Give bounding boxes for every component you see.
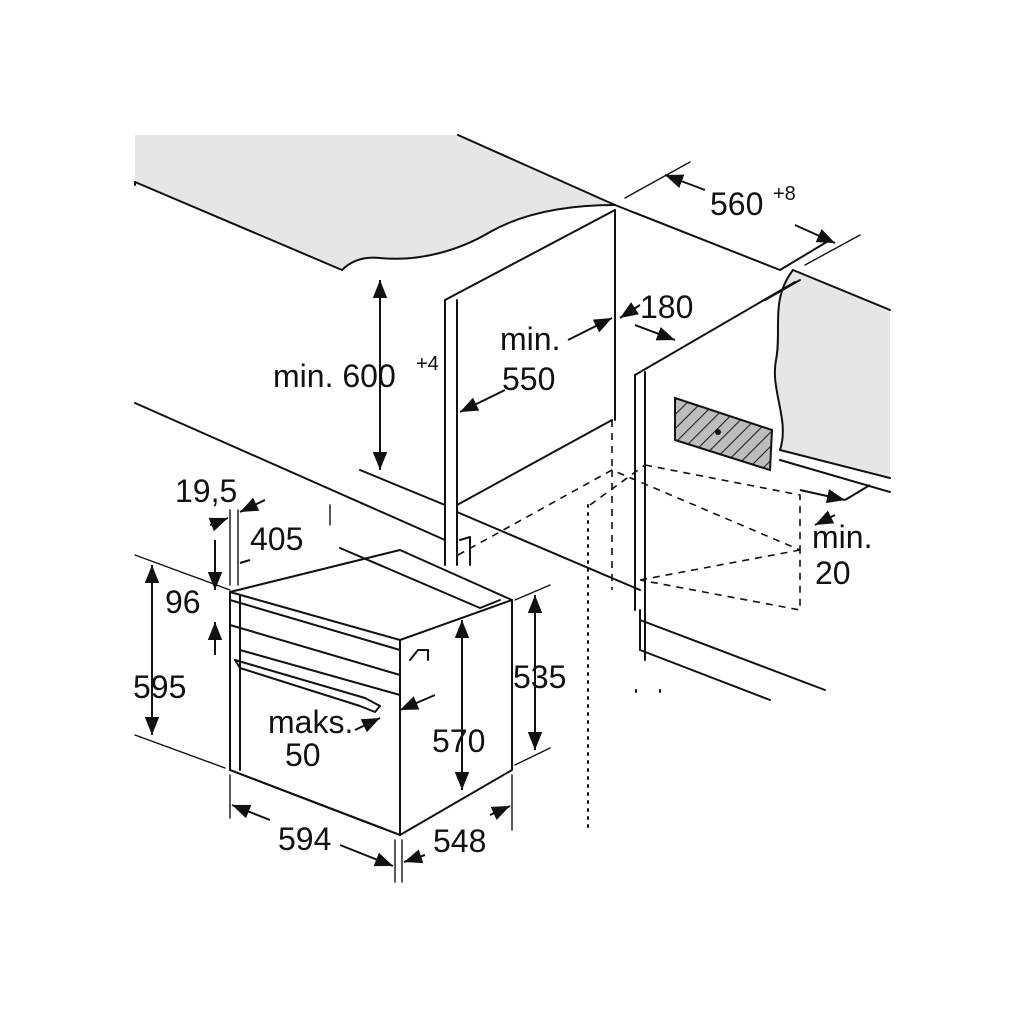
cavity-dashes bbox=[457, 420, 801, 611]
dim-vent-width bbox=[619, 302, 676, 341]
oven bbox=[229, 547, 513, 836]
label-oven-height: 595 bbox=[133, 669, 186, 705]
label-handle-1: maks. bbox=[268, 704, 353, 740]
label-cabinet-depth-2: 550 bbox=[502, 361, 555, 397]
label-rear-gap-2: 20 bbox=[815, 555, 851, 591]
countertop bbox=[134, 134, 616, 271]
label-oven-width: 594 bbox=[278, 821, 331, 857]
cabinet-right-wall bbox=[614, 204, 831, 661]
label-body-depth: 405 bbox=[250, 521, 303, 557]
label-cabinet-height-sup: +4 bbox=[416, 353, 439, 375]
label-oven-depth: 548 bbox=[433, 823, 486, 859]
dim-cabinet-width bbox=[624, 161, 861, 266]
label-panel-height: 96 bbox=[165, 584, 201, 620]
dim-handle bbox=[354, 694, 436, 733]
dim-rear-gap bbox=[799, 484, 871, 526]
cabinet-left-wall bbox=[444, 209, 616, 566]
dim-cabinet-depth bbox=[459, 317, 613, 413]
label-cabinet-width: 560 bbox=[710, 186, 763, 222]
vent-opening bbox=[674, 396, 774, 472]
label-handle-2: 50 bbox=[285, 737, 321, 773]
label-body-height: 535 bbox=[513, 659, 566, 695]
dim-oven-width bbox=[229, 774, 396, 883]
right-countertop bbox=[773, 269, 891, 493]
label-rear-gap-1: min. bbox=[812, 519, 872, 555]
dim-body-height bbox=[514, 584, 551, 766]
label-cabinet-depth-1: min. bbox=[500, 321, 560, 357]
label-cabinet-height: min. 600 bbox=[273, 358, 396, 394]
label-front-height: 570 bbox=[432, 723, 485, 759]
floor-lines bbox=[134, 402, 826, 701]
label-vent-width: 180 bbox=[640, 289, 693, 325]
label-control-offset: 19,5 bbox=[175, 473, 237, 509]
label-cabinet-width-sup: +8 bbox=[773, 183, 796, 205]
dim-top-offsets bbox=[208, 497, 331, 586]
dim-oven-depth bbox=[401, 774, 513, 883]
